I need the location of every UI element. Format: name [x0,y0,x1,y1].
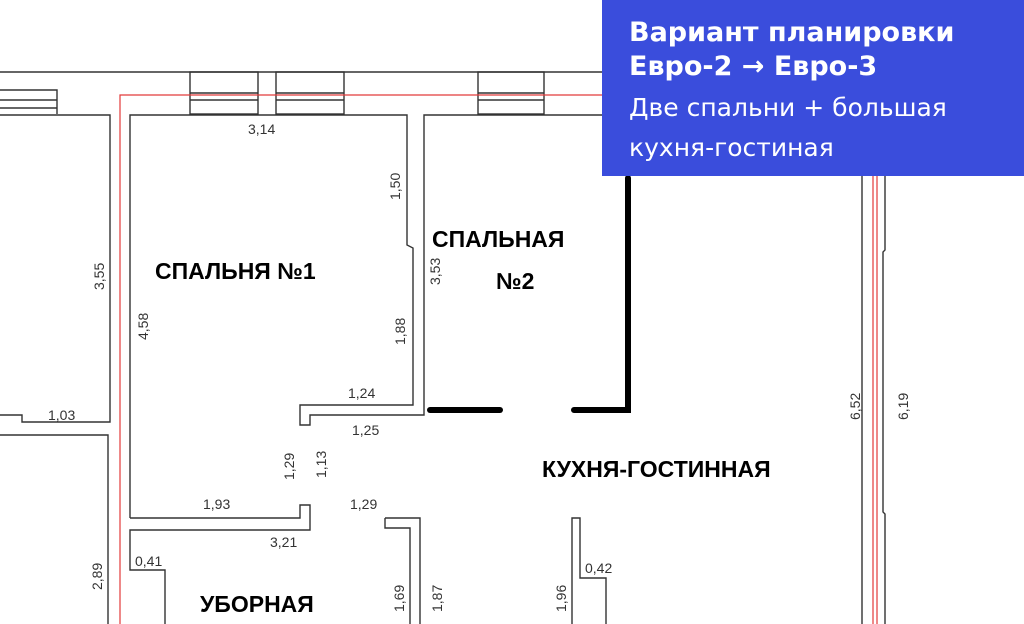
dim-label: 1,87 [429,585,445,612]
room-label-kitchen-living: КУХНЯ-ГОСТИННАЯ [542,456,771,482]
dim-label: 1,24 [348,385,375,401]
dimension-labels: 3,14 1,50 3,55 4,58 3,53 1,88 1,24 1,25 … [48,121,911,612]
dim-label: 1,69 [391,585,407,612]
room-label-bedroom2-number: №2 [496,268,534,294]
dim-label: 3,21 [270,534,297,550]
outer-walls [0,71,886,624]
dim-label: 6,19 [895,393,911,420]
dim-label: 6,52 [847,393,863,420]
dim-label: 1,03 [48,407,75,423]
new-partition-walls [427,175,631,413]
interior-walls [0,114,607,624]
dim-label: 0,42 [585,560,612,576]
banner-subtitle-line2: кухня-гостиная [629,133,834,162]
dim-label: 1,29 [281,453,297,480]
dim-label: 3,53 [427,258,443,285]
banner-title-line1: Вариант планировки [629,17,955,48]
dim-label: 2,89 [89,563,105,590]
layout-variant-banner: Вариант планировки Евро-2 → Евро-3 Две с… [602,0,1024,176]
boundary-red-line [119,94,878,624]
dim-label: 0,41 [135,553,162,569]
dim-label: 1,93 [203,496,230,512]
dim-label: 1,88 [392,318,408,345]
dim-label: 1,25 [352,422,379,438]
dim-label: 1,50 [387,173,403,200]
room-label-toilet: УБОРНАЯ [200,591,314,617]
banner-title-line2: Евро-2 → Евро-3 [629,51,878,82]
room-label-bedroom2: СПАЛЬНАЯ [432,226,564,252]
dim-label: 3,14 [248,121,275,137]
dim-label: 1,29 [350,496,377,512]
dim-label: 1,96 [553,585,569,612]
dim-label: 3,55 [91,263,107,290]
banner-subtitle-line1: Две спальни + большая [629,93,947,122]
room-label-bedroom1: СПАЛЬНЯ №1 [155,258,316,284]
dim-label: 1,13 [313,451,329,478]
dim-label: 4,58 [135,313,151,340]
